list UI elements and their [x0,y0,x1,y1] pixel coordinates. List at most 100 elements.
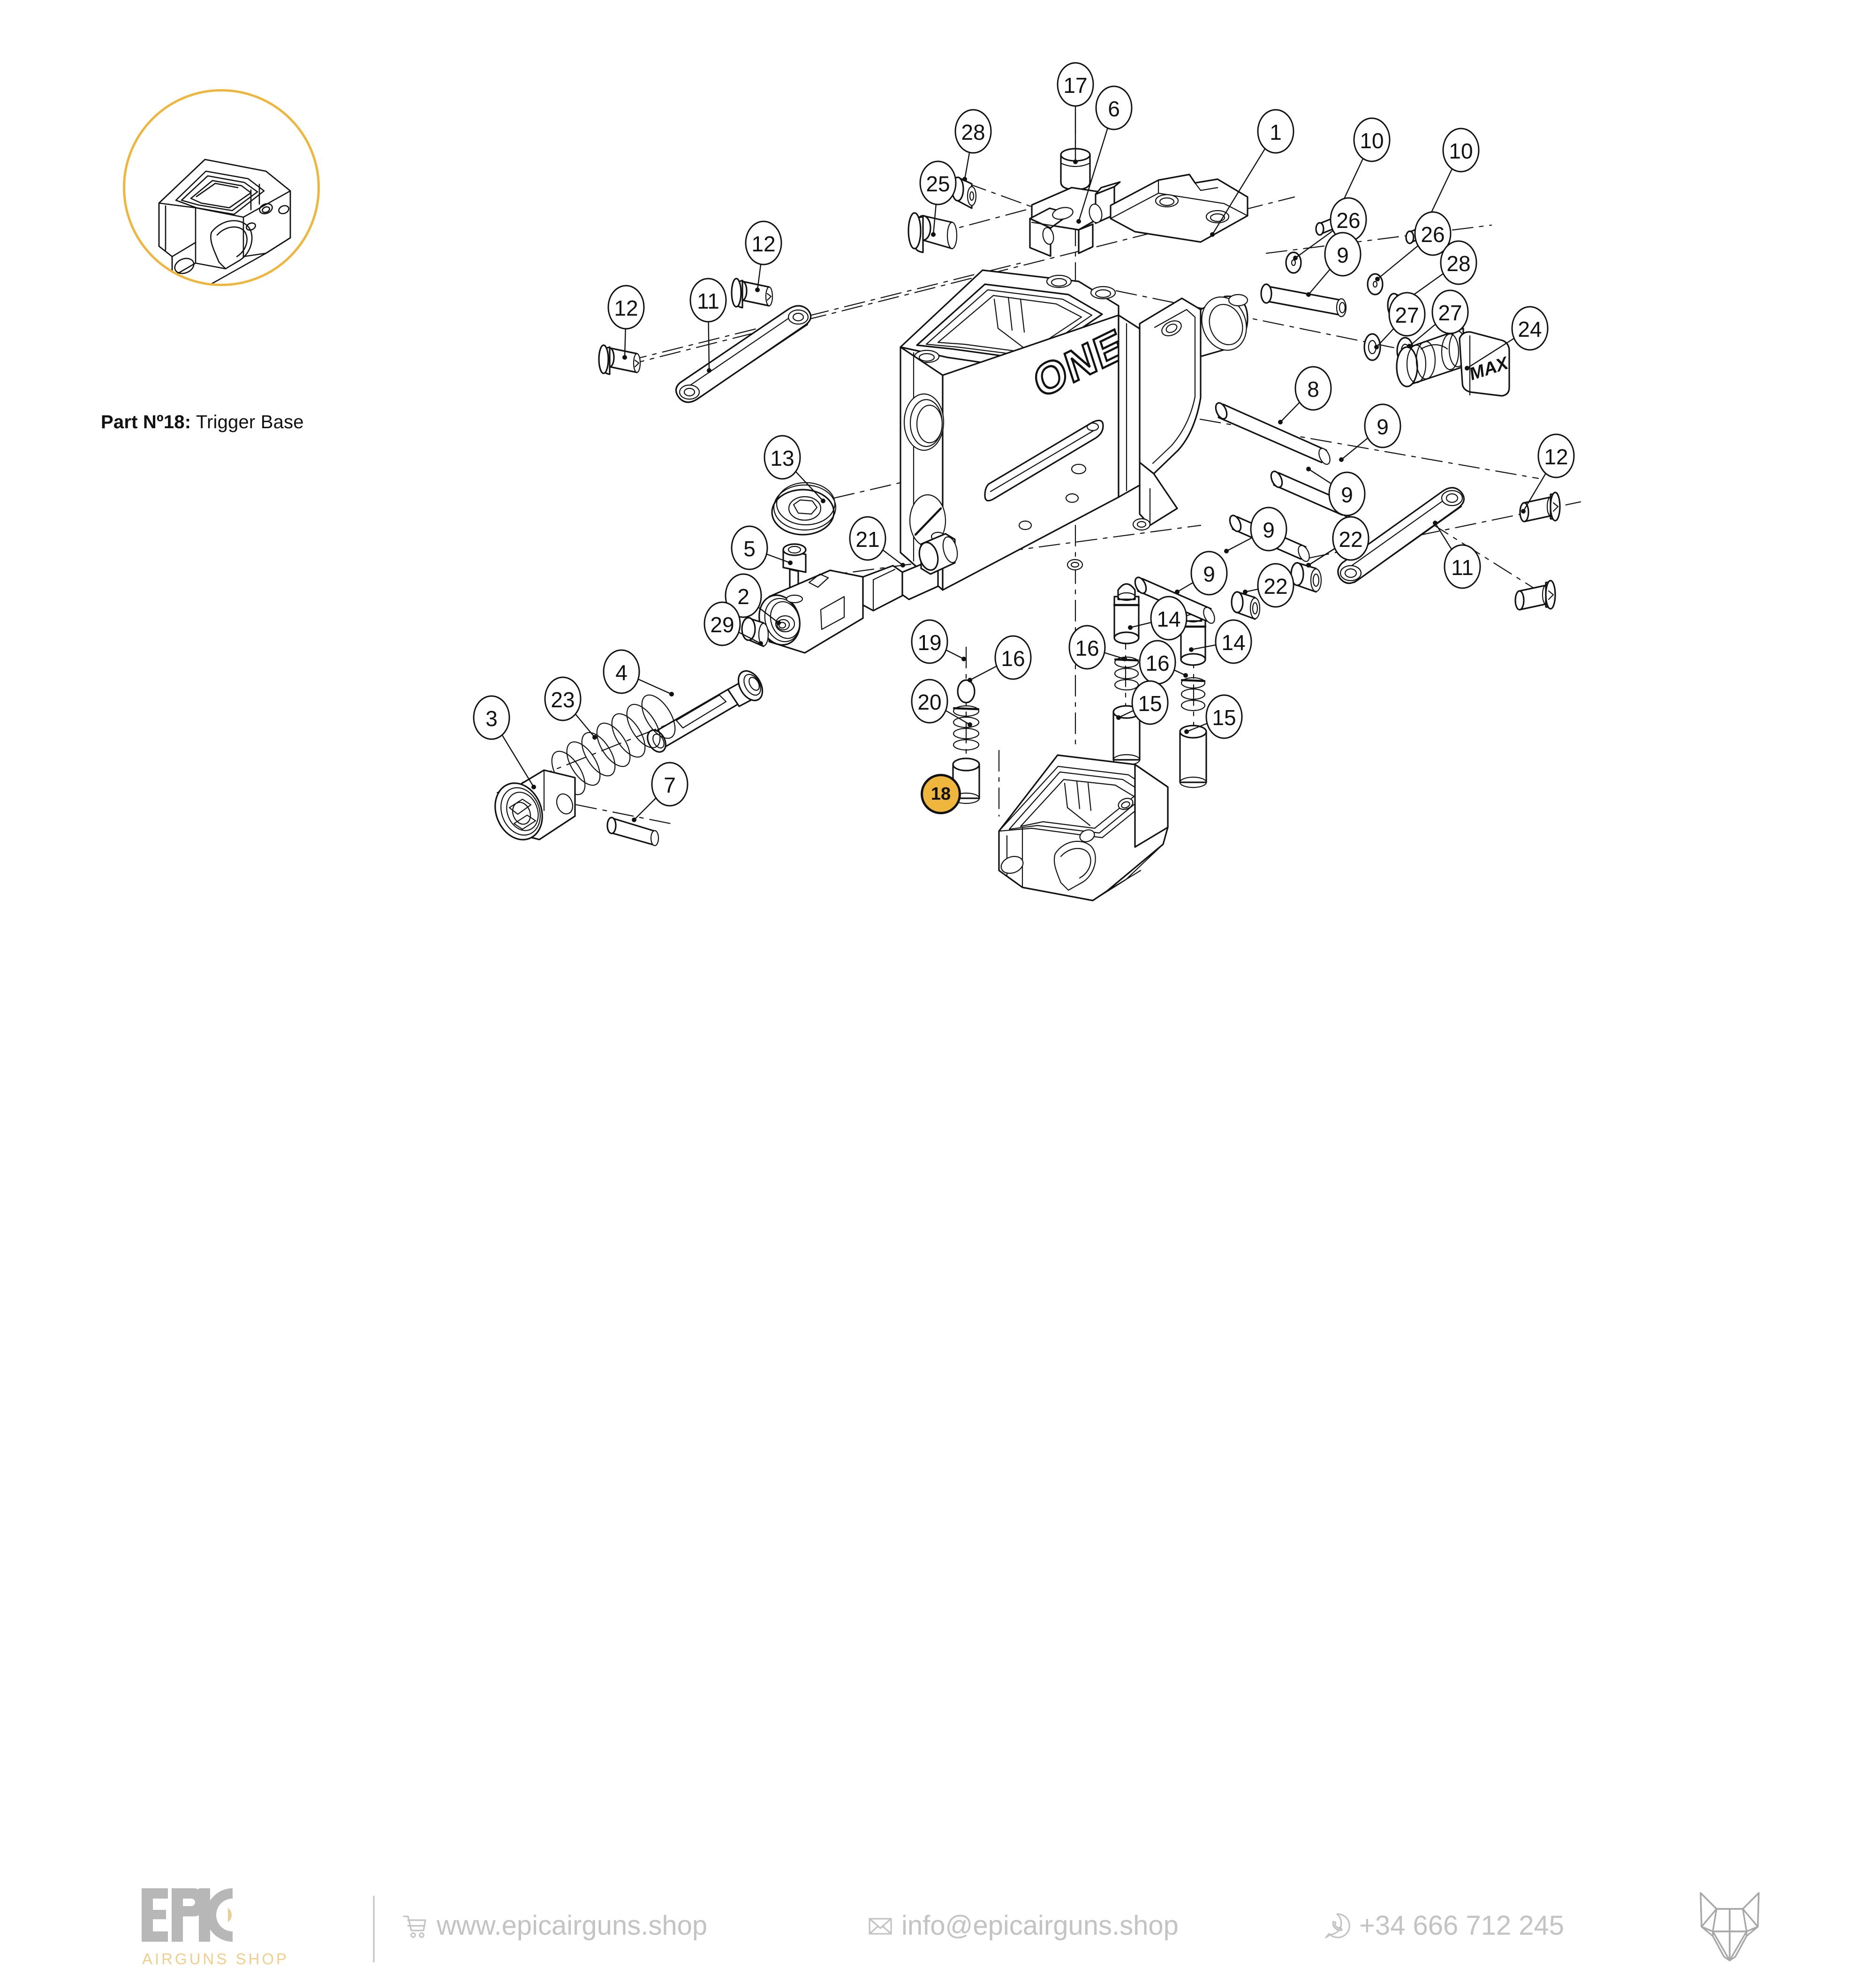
callout-bubble[interactable] [1440,240,1477,285]
footer-website[interactable]: www.epicairguns.shop [401,1910,707,1941]
callout-9[interactable]: 9 [1175,551,1228,596]
callout-bubble[interactable] [1414,211,1452,256]
callout-3[interactable]: 3 [473,695,536,789]
callout-28[interactable]: 28 [1407,240,1477,300]
callout-bubble[interactable] [1257,109,1294,154]
callout-22[interactable]: 22 [1306,516,1369,568]
callout-13[interactable]: 13 [764,435,825,503]
callout-bubble[interactable] [954,109,992,154]
callout-anchor-dot [968,722,972,727]
callout-bubble[interactable] [1068,625,1106,670]
callout-leader [945,710,970,726]
callout-24[interactable]: 24 [1465,306,1549,371]
callout-5[interactable]: 5 [731,525,793,570]
callout-bubble[interactable] [1131,680,1169,725]
callout-bubble[interactable] [764,435,801,480]
exploded-assembly-drawing: .ln { fill:none; stroke:#111; stroke-wid… [473,62,1581,901]
callout-anchor-dot [707,368,711,373]
callout-11[interactable]: 11 [1433,521,1481,589]
callout-bubble[interactable] [911,679,948,724]
callout-bubble[interactable] [603,649,640,694]
callout-bubble[interactable] [1150,596,1188,641]
callout-bubble[interactable] [1388,292,1426,337]
callout-bubble[interactable] [651,762,688,807]
callout-bubble[interactable] [1442,128,1480,173]
callout-number: 14 [1157,607,1180,631]
callout-bubble[interactable] [731,525,768,570]
callout-bubble[interactable] [1057,62,1094,107]
callout-bubble[interactable] [911,619,948,664]
part-7-dowel [606,817,659,847]
callout-bubble[interactable] [745,220,782,265]
callout-bubble[interactable] [1353,117,1391,162]
callout-bubble[interactable] [994,635,1032,680]
callout-28[interactable]: 28 [954,109,992,182]
callout-bubble[interactable] [1332,516,1369,561]
footer-email[interactable]: info@epicairguns.shop [867,1910,1179,1941]
callout-16[interactable]: 16 [968,635,1032,682]
callout-19[interactable]: 19 [911,619,966,664]
callout-23[interactable]: 23 [544,676,597,740]
callout-bubble[interactable] [1205,694,1243,739]
callout-bubble[interactable] [544,676,582,721]
callout-15[interactable]: 15 [1116,680,1169,725]
callout-20[interactable]: 20 [911,679,972,727]
callout-26[interactable]: 26 [1375,211,1452,281]
callout-6[interactable]: 6 [1076,85,1133,224]
callout-9[interactable]: 9 [1306,467,1366,516]
callout-27[interactable]: 27 [1374,292,1426,349]
callout-12[interactable]: 12 [1521,433,1575,514]
callout-anchor-dot [961,657,966,661]
callout-17[interactable]: 17 [1057,62,1094,164]
callout-2[interactable]: 2 [725,573,781,625]
callout-leader [1295,230,1334,258]
callout-27[interactable]: 27 [1407,289,1469,348]
callout-29[interactable]: 29 [704,601,763,646]
callout-21[interactable]: 21 [849,516,905,568]
callout-bubble[interactable] [1250,507,1287,552]
callout-9[interactable]: 9 [1306,232,1362,297]
callout-10[interactable]: 10 [1423,128,1480,227]
callout-bubble[interactable] [1364,403,1401,448]
callout-bubble[interactable] [1324,232,1362,277]
callout-25[interactable]: 25 [919,160,957,237]
callout-bubble[interactable] [607,285,645,330]
callout-bubble[interactable] [1257,563,1294,608]
callout-badge-18[interactable]: 18 [921,774,961,814]
callout-bubble[interactable] [725,573,762,618]
callout-14[interactable]: 14 [1189,619,1252,664]
callout-9[interactable]: 9 [1224,507,1287,553]
callout-15[interactable]: 15 [1184,694,1243,739]
callout-bubble[interactable] [1511,306,1549,351]
callout-9[interactable]: 9 [1339,403,1401,462]
callout-12[interactable]: 12 [607,285,645,360]
callout-bubble[interactable] [1190,551,1228,596]
footer-phone[interactable]: +34 666 712 245 [1323,1910,1564,1941]
callout-12[interactable]: 12 [745,220,782,292]
callout-16[interactable]: 16 [1068,625,1127,670]
callout-bubble[interactable] [919,160,957,205]
callout-4[interactable]: 4 [603,649,674,696]
callout-anchor-dot [1183,673,1188,678]
callout-14[interactable]: 14 [1128,596,1188,641]
callout-bubble[interactable] [1444,544,1481,589]
callout-11[interactable]: 11 [689,278,727,373]
callout-1[interactable]: 1 [1210,109,1294,237]
callout-7[interactable]: 7 [632,762,688,822]
callout-22[interactable]: 22 [1243,563,1294,608]
callout-bubble[interactable] [1095,85,1133,130]
callout-26[interactable]: 26 [1293,197,1367,260]
callout-bubble[interactable] [473,695,510,740]
callout-bubble[interactable] [1431,289,1469,334]
callout-bubble[interactable] [689,278,727,323]
callout-8[interactable]: 8 [1278,366,1332,424]
callout-bubble[interactable] [704,601,741,646]
callout-anchor-dot [1306,467,1311,471]
callout-bubble[interactable] [1215,619,1252,664]
callout-bubble[interactable] [849,516,886,561]
callout-16[interactable]: 16 [1139,640,1188,685]
callout-bubble[interactable] [1294,366,1332,411]
callout-bubble[interactable] [1328,471,1366,516]
callout-10[interactable]: 10 [1333,117,1391,219]
callout-bubble[interactable] [1537,433,1575,478]
